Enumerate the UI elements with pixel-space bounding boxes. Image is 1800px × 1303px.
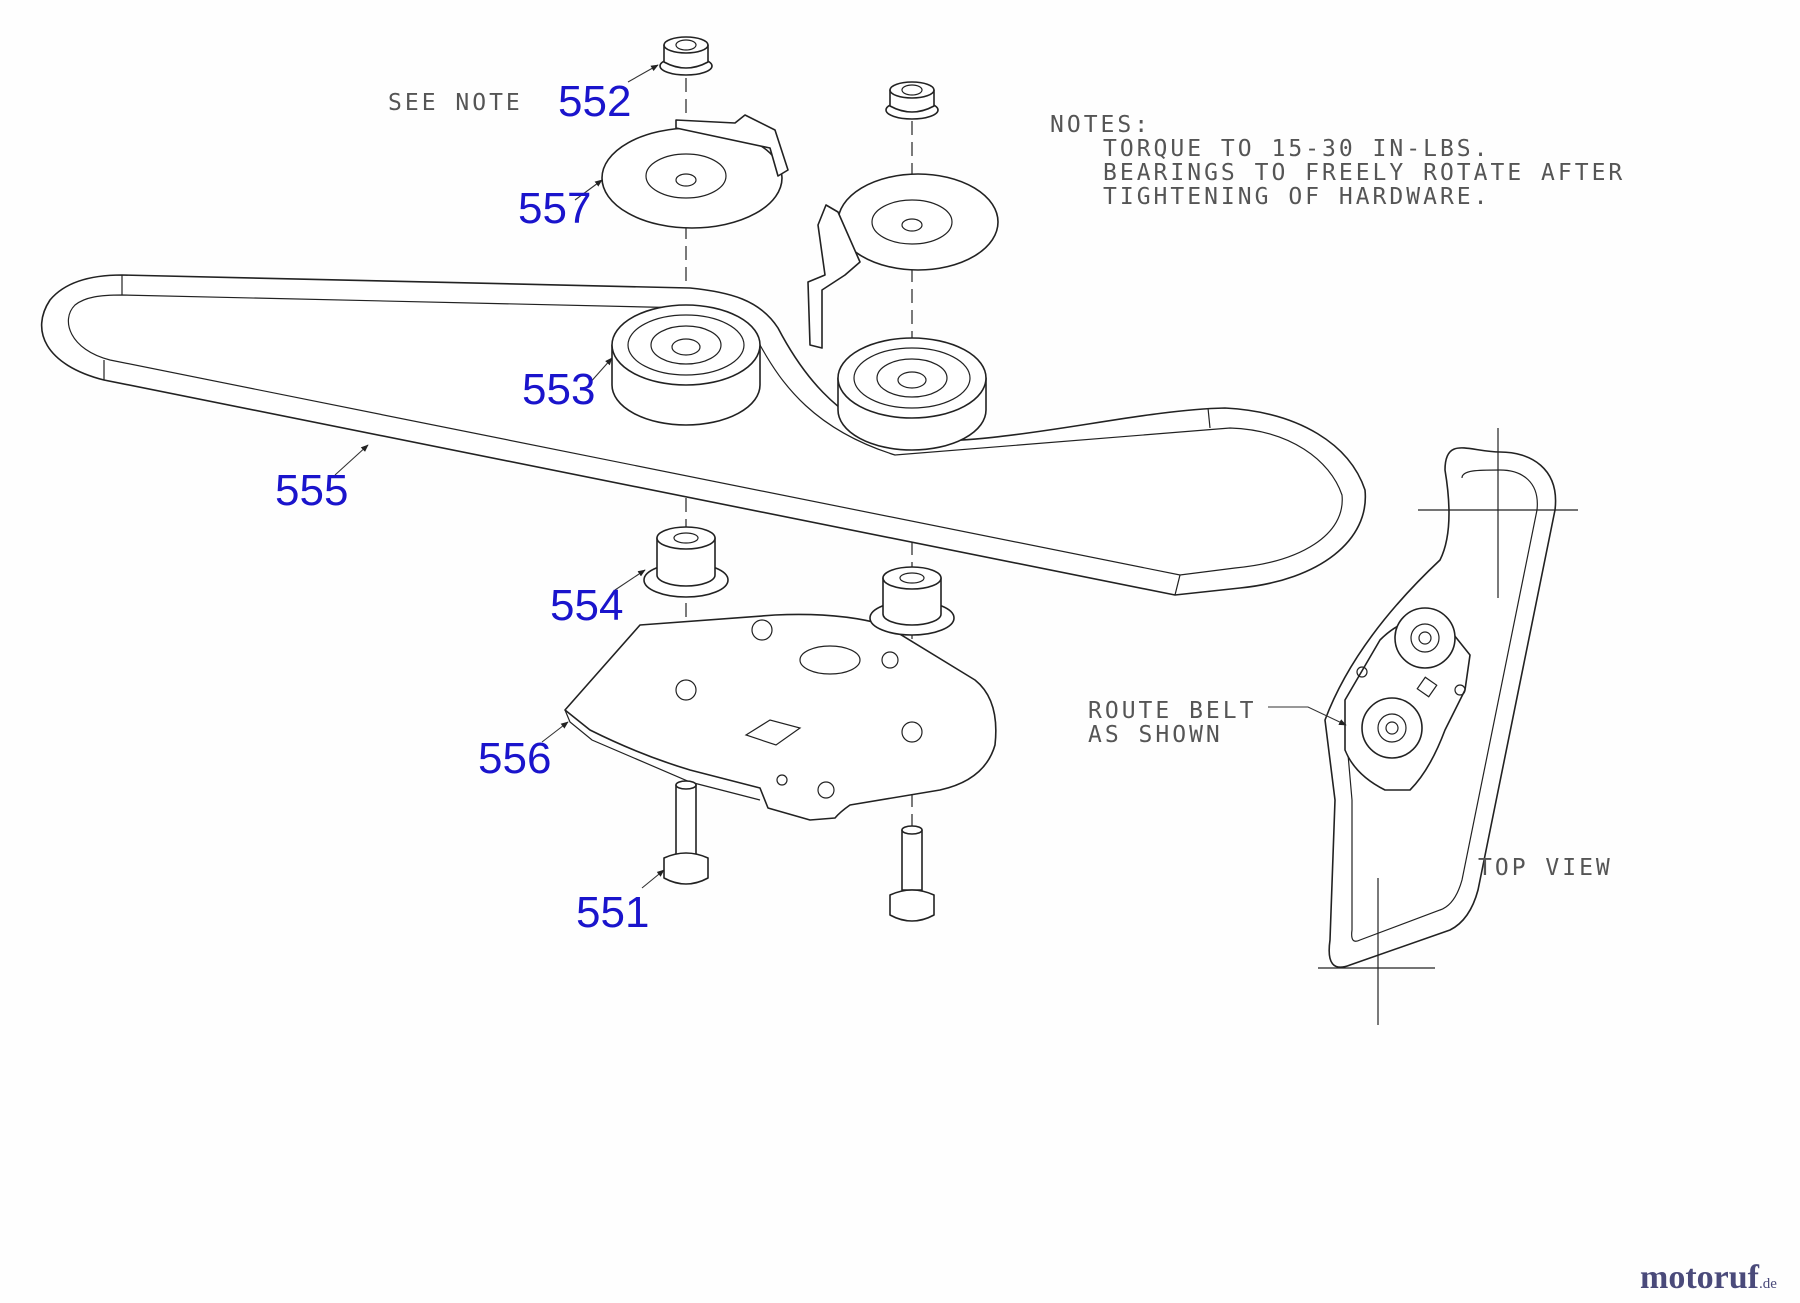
leader-551 bbox=[641, 869, 665, 889]
idler-bracket-plate bbox=[564, 613, 997, 821]
leader-554 bbox=[614, 569, 646, 591]
idler-pulley-left bbox=[611, 304, 761, 426]
callout-557: 557 bbox=[518, 184, 591, 233]
flange-lock-nut-right bbox=[885, 81, 939, 120]
see-note-label: SEE NOTE bbox=[388, 90, 523, 116]
leader-555 bbox=[334, 444, 369, 476]
belt-guard-washer-left bbox=[601, 114, 789, 229]
notes-title: NOTES: bbox=[1050, 112, 1151, 138]
top-view-belt-route bbox=[1318, 428, 1578, 1025]
notes-line-3: TIGHTENING OF HARDWARE. bbox=[1103, 184, 1491, 210]
hex-bolt-left bbox=[663, 780, 709, 885]
flanged-spacer-left bbox=[643, 526, 729, 598]
hex-bolt-right bbox=[889, 825, 935, 922]
top-view-label: TOP VIEW bbox=[1478, 855, 1613, 881]
leader-556 bbox=[541, 721, 569, 743]
callout-552: 552 bbox=[558, 77, 631, 126]
idler-pulley-right bbox=[837, 337, 987, 451]
callout-555: 555 bbox=[275, 466, 348, 515]
route-belt-label-2: AS SHOWN bbox=[1088, 722, 1223, 748]
callout-551: 551 bbox=[576, 888, 649, 937]
watermark-logo: motoruf.de bbox=[1640, 1259, 1777, 1296]
leader-route-belt bbox=[1268, 706, 1347, 726]
notes-line-2: BEARINGS TO FREELY ROTATE AFTER bbox=[1103, 160, 1625, 186]
route-belt-label-1: ROUTE BELT bbox=[1088, 698, 1256, 724]
callout-553: 553 bbox=[522, 365, 595, 414]
leader-553 bbox=[587, 357, 613, 386]
belt-guard-washer-right bbox=[807, 173, 999, 349]
notes-line-1: TORQUE TO 15-30 IN-LBS. bbox=[1103, 136, 1491, 162]
flange-lock-nut-left bbox=[659, 36, 713, 76]
callout-556: 556 bbox=[478, 734, 551, 783]
flanged-spacer-right bbox=[869, 566, 955, 636]
leader-557 bbox=[574, 179, 603, 201]
leader-552 bbox=[627, 64, 659, 83]
callout-554: 554 bbox=[550, 581, 623, 630]
